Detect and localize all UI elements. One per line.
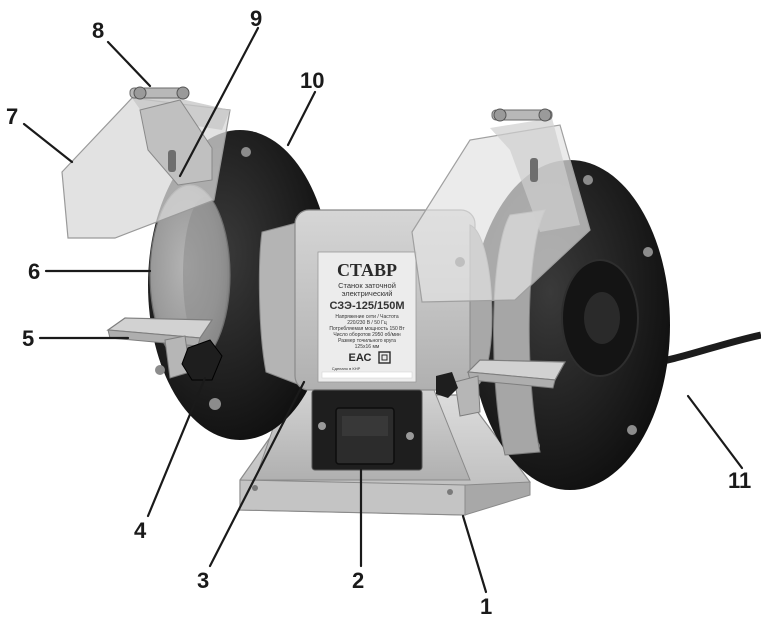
callout-2: 2 <box>352 568 364 593</box>
callout-11: 11 <box>728 468 751 493</box>
plate-title-line2: электрический <box>342 289 393 298</box>
right-tool-rest-knob[interactable] <box>436 372 458 398</box>
callout-4: 4 <box>134 518 147 543</box>
plate-spec-line6: 125х16 мм <box>355 344 380 350</box>
callout-5: 5 <box>22 326 34 351</box>
plate-spec-line4: Число оборотов 2950 об/мин <box>333 332 400 338</box>
box-mark-icon <box>378 351 391 364</box>
leader-7 <box>22 122 74 164</box>
callout-1: 1 <box>480 594 492 619</box>
callout-7: 7 <box>6 104 18 129</box>
power-switch-panel <box>311 389 423 471</box>
leader-lines <box>22 26 744 594</box>
plate-spec-line3: Потребляемая мощность 150 Вт <box>329 326 405 332</box>
leader-3 <box>208 380 306 568</box>
eac-mark: ЕАС <box>349 352 372 364</box>
plate-spec-line2: 220/230 В / 50 Гц <box>347 320 387 326</box>
plate-spec-line1: Напряжение сети / Частота <box>335 314 398 320</box>
plate-spec-line5: Размер точильного круга <box>338 338 396 344</box>
plate-title-line1: Станок заточной <box>338 281 396 290</box>
leader-9 <box>178 26 260 178</box>
left-shield-bracket <box>139 99 213 186</box>
callout-3: 3 <box>197 568 209 593</box>
callout-8: 8 <box>92 18 104 43</box>
brand-logo: СТАВР <box>337 260 397 280</box>
callout-6: 6 <box>28 259 40 284</box>
leader-4 <box>146 376 207 518</box>
right-eye-shield <box>411 108 591 303</box>
callout-10: 10 <box>300 68 324 93</box>
name-plate: СТАВР Станок заточной электрический СЗЭ-… <box>317 251 417 383</box>
leader-8 <box>106 40 152 88</box>
callout-9: 9 <box>250 6 262 31</box>
left-shield-screw[interactable] <box>129 86 190 100</box>
callout-labels: 1 2 3 4 5 6 7 8 9 10 11 <box>6 6 751 619</box>
left-tool-rest-knob[interactable] <box>181 339 223 381</box>
made-in-text: Сделано в КНР <box>332 366 361 371</box>
leader-11 <box>686 394 744 470</box>
leader-10 <box>286 90 317 147</box>
plate-model: СЗЭ-125/150М <box>329 300 404 312</box>
right-tool-rest <box>436 359 567 417</box>
leader-1 <box>461 514 488 594</box>
